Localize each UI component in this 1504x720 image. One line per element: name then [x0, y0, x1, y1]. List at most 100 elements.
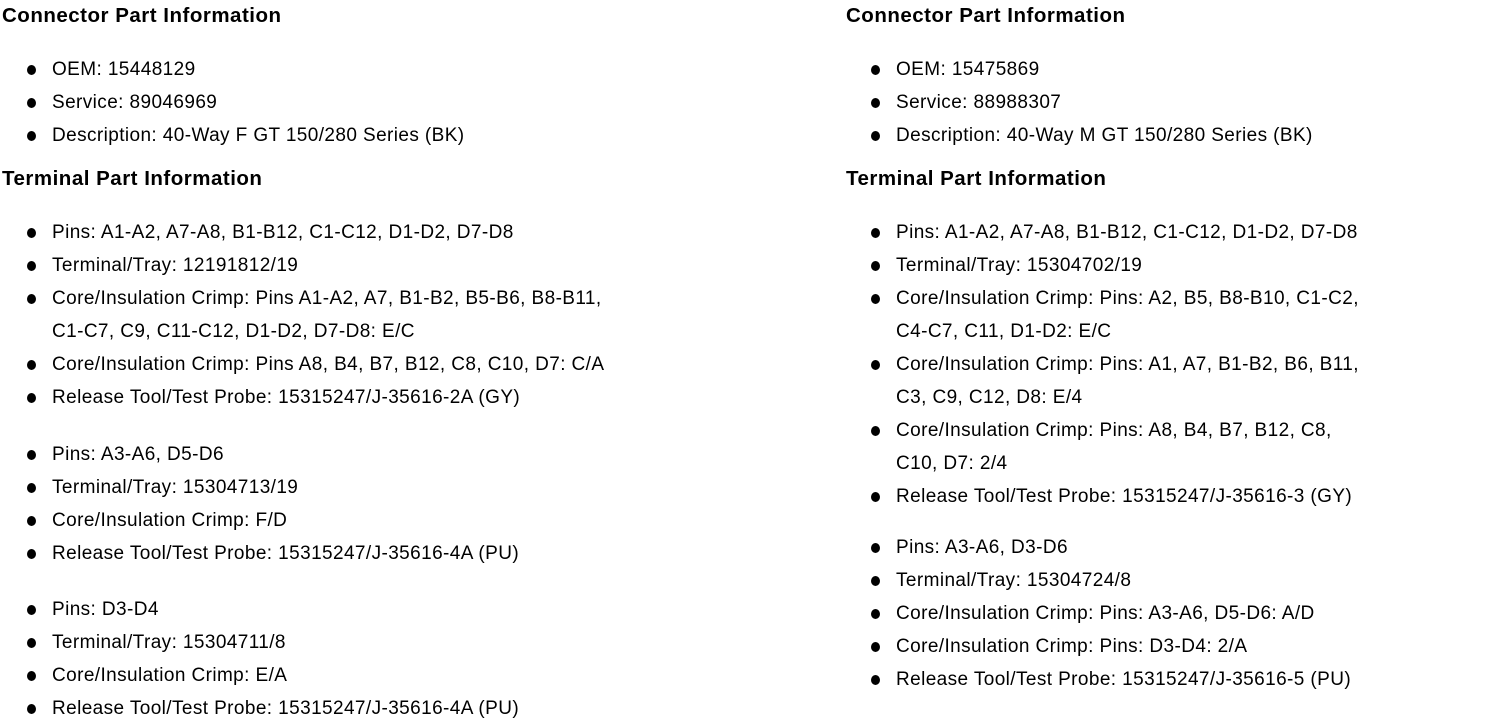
bullet-icon [871, 261, 880, 271]
list-item-text: Description: 40-Way F GT 150/280 Series … [52, 125, 465, 146]
connector-info-list: OEM: 15448129 Service: 89046969 Descript… [2, 53, 752, 152]
list-item-text: Terminal/Tray: 12191812/19 [52, 255, 299, 276]
bullet-icon [871, 675, 880, 685]
bullet-icon [871, 642, 880, 652]
bullet-icon [871, 98, 880, 108]
list-item-text: Core/Insulation Crimp: Pins: D3-D4: 2/A [896, 636, 1248, 657]
list-item-text: Release Tool/Test Probe: 15315247/J-3561… [52, 387, 521, 408]
list-item-core-insulation-crimp: Core/Insulation Crimp: F/D [2, 504, 752, 537]
list-item-text: Release Tool/Test Probe: 15315247/J-3561… [52, 698, 520, 719]
bullet-icon [27, 704, 36, 714]
list-item-release-tool: Release Tool/Test Probe: 15315247/J-3561… [846, 480, 1502, 513]
list-item-core-insulation-crimp: Core/Insulation Crimp: Pins: A8, B4, B7,… [846, 414, 1502, 480]
list-item-description: Description: 40-Way F GT 150/280 Series … [2, 119, 752, 152]
bullet-icon [27, 638, 36, 648]
list-item-text: Release Tool/Test Probe: 15315247/J-3561… [896, 669, 1352, 690]
list-item-pins: Pins: A1-A2, A7-A8, B1-B12, C1-C12, D1-D… [846, 216, 1502, 249]
connector-part-information-heading: Connector Part Information [846, 4, 1126, 27]
list-item-core-insulation-crimp: Core/Insulation Crimp: Pins: A3-A6, D5-D… [846, 597, 1502, 630]
list-item-text: Service: 89046969 [52, 92, 218, 113]
bullet-icon [27, 516, 36, 526]
list-item-description: Description: 40-Way M GT 150/280 Series … [846, 119, 1502, 152]
bullet-icon [871, 228, 880, 238]
list-item-text: Core/Insulation Crimp: Pins: A2, B5, B8-… [896, 288, 1359, 342]
list-item-core-insulation-crimp: Core/Insulation Crimp: Pins A1-A2, A7, B… [2, 282, 752, 348]
list-item-release-tool: Release Tool/Test Probe: 15315247/J-3561… [2, 692, 752, 720]
list-item-text: Core/Insulation Crimp: Pins A1-A2, A7, B… [52, 288, 602, 342]
bullet-icon [27, 393, 36, 403]
list-item-text: Release Tool/Test Probe: 15315247/J-3561… [896, 486, 1353, 507]
list-item-terminal-tray: Terminal/Tray: 15304724/8 [846, 564, 1502, 597]
list-item-service: Service: 89046969 [2, 86, 752, 119]
bullet-icon [27, 131, 36, 141]
list-item-text: Pins: D3-D4 [52, 599, 159, 620]
connector-column-right: Connector Part Information OEM: 15475869… [846, 5, 1502, 696]
list-item-text: Core/Insulation Crimp: F/D [52, 510, 288, 531]
bullet-icon [871, 492, 880, 502]
bullet-icon [27, 294, 36, 304]
bullet-icon [871, 609, 880, 619]
list-item-text: Pins: A1-A2, A7-A8, B1-B12, C1-C12, D1-D… [52, 222, 514, 243]
list-item-core-insulation-crimp: Core/Insulation Crimp: Pins A8, B4, B7, … [2, 348, 752, 381]
list-item-pins: Pins: A3-A6, D5-D6 [2, 438, 752, 471]
list-item-text: Core/Insulation Crimp: Pins: A1, A7, B1-… [896, 354, 1359, 408]
list-item-text: Pins: A3-A6, D5-D6 [52, 444, 224, 465]
bullet-icon [27, 671, 36, 681]
list-item-terminal-tray: Terminal/Tray: 15304711/8 [2, 626, 752, 659]
bullet-icon [871, 576, 880, 586]
list-item-release-tool: Release Tool/Test Probe: 15315247/J-3561… [2, 537, 752, 570]
bullet-icon [27, 360, 36, 370]
bullet-icon [871, 131, 880, 141]
list-item-text: Core/Insulation Crimp: Pins A8, B4, B7, … [52, 354, 605, 375]
connector-part-information-heading: Connector Part Information [2, 4, 282, 27]
bullet-icon [27, 483, 36, 493]
list-item-release-tool: Release Tool/Test Probe: 15315247/J-3561… [2, 381, 752, 414]
connector-info-list: OEM: 15475869 Service: 88988307 Descript… [846, 53, 1502, 152]
list-item-release-tool: Release Tool/Test Probe: 15315247/J-3561… [846, 663, 1502, 696]
list-item-terminal-tray: Terminal/Tray: 12191812/19 [2, 249, 752, 282]
bullet-icon [871, 65, 880, 75]
bullet-icon [871, 360, 880, 370]
bullet-icon [27, 605, 36, 615]
list-item-oem: OEM: 15448129 [2, 53, 752, 86]
list-item-core-insulation-crimp: Core/Insulation Crimp: E/A [2, 659, 752, 692]
list-item-text: Core/Insulation Crimp: Pins: A3-A6, D5-D… [896, 603, 1315, 624]
list-item-service: Service: 88988307 [846, 86, 1502, 119]
bullet-icon [871, 294, 880, 304]
bullet-icon [27, 98, 36, 108]
bullet-icon [871, 426, 880, 436]
terminal-group: Pins: A3-A6, D3-D6 Terminal/Tray: 153047… [846, 531, 1502, 696]
list-item-core-insulation-crimp: Core/Insulation Crimp: Pins: D3-D4: 2/A [846, 630, 1502, 663]
list-item-text: Terminal/Tray: 15304702/19 [896, 255, 1143, 276]
list-item-text: Service: 88988307 [896, 92, 1062, 113]
terminal-part-information-heading: Terminal Part Information [846, 167, 1107, 190]
list-item-oem: OEM: 15475869 [846, 53, 1502, 86]
bullet-icon [27, 228, 36, 238]
list-item-core-insulation-crimp: Core/Insulation Crimp: Pins: A1, A7, B1-… [846, 348, 1502, 414]
list-item-terminal-tray: Terminal/Tray: 15304713/19 [2, 471, 752, 504]
list-item-text: Terminal/Tray: 15304711/8 [52, 632, 286, 653]
terminal-group: Pins: A3-A6, D5-D6 Terminal/Tray: 153047… [2, 438, 752, 570]
list-item-text: Core/Insulation Crimp: Pins: A8, B4, B7,… [896, 420, 1332, 474]
list-item-text: Core/Insulation Crimp: E/A [52, 665, 288, 686]
bullet-icon [871, 543, 880, 553]
bullet-icon [27, 65, 36, 75]
terminal-group: Pins: D3-D4 Terminal/Tray: 15304711/8 Co… [2, 593, 752, 720]
list-item-text: Terminal/Tray: 15304724/8 [896, 570, 1132, 591]
list-item-text: Description: 40-Way M GT 150/280 Series … [896, 125, 1313, 146]
terminal-group: Pins: A1-A2, A7-A8, B1-B12, C1-C12, D1-D… [2, 216, 752, 414]
connector-column-left: Connector Part Information OEM: 15448129… [2, 5, 752, 720]
bullet-icon [27, 450, 36, 460]
bullet-icon [27, 261, 36, 271]
list-item-text: Pins: A3-A6, D3-D6 [896, 537, 1068, 558]
list-item-pins: Pins: A1-A2, A7-A8, B1-B12, C1-C12, D1-D… [2, 216, 752, 249]
list-item-terminal-tray: Terminal/Tray: 15304702/19 [846, 249, 1502, 282]
list-item-core-insulation-crimp: Core/Insulation Crimp: Pins: A2, B5, B8-… [846, 282, 1502, 348]
list-item-text: Release Tool/Test Probe: 15315247/J-3561… [52, 543, 520, 564]
list-item-text: OEM: 15475869 [896, 59, 1040, 80]
list-item-text: Terminal/Tray: 15304713/19 [52, 477, 299, 498]
terminal-part-information-heading: Terminal Part Information [2, 167, 263, 190]
list-item-text: Pins: A1-A2, A7-A8, B1-B12, C1-C12, D1-D… [896, 222, 1358, 243]
terminal-group: Pins: A1-A2, A7-A8, B1-B12, C1-C12, D1-D… [846, 216, 1502, 513]
